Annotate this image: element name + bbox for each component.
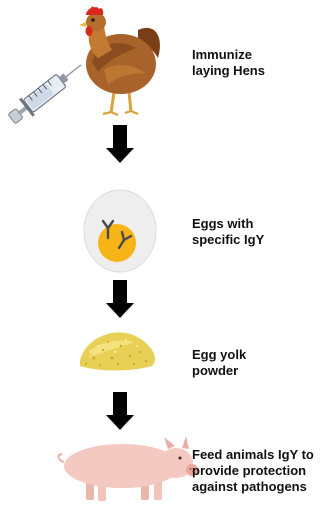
step-label-immunize: Immunize laying Hens bbox=[192, 47, 265, 79]
arrow-down-icon bbox=[106, 280, 134, 318]
arrow-down-icon bbox=[106, 392, 134, 430]
powder-pile-icon bbox=[80, 332, 155, 370]
step-label-eggs: Eggs with specific IgY bbox=[192, 216, 264, 248]
step-label-powder: Egg yolk powder bbox=[192, 347, 246, 379]
pig-icon bbox=[59, 436, 199, 501]
hen-icon bbox=[79, 6, 160, 115]
step-label-feed: Feed animals IgY to provide protection a… bbox=[192, 447, 314, 495]
syringe-icon bbox=[5, 56, 88, 128]
egg-icon bbox=[84, 190, 156, 272]
arrow-down-icon bbox=[106, 125, 134, 163]
